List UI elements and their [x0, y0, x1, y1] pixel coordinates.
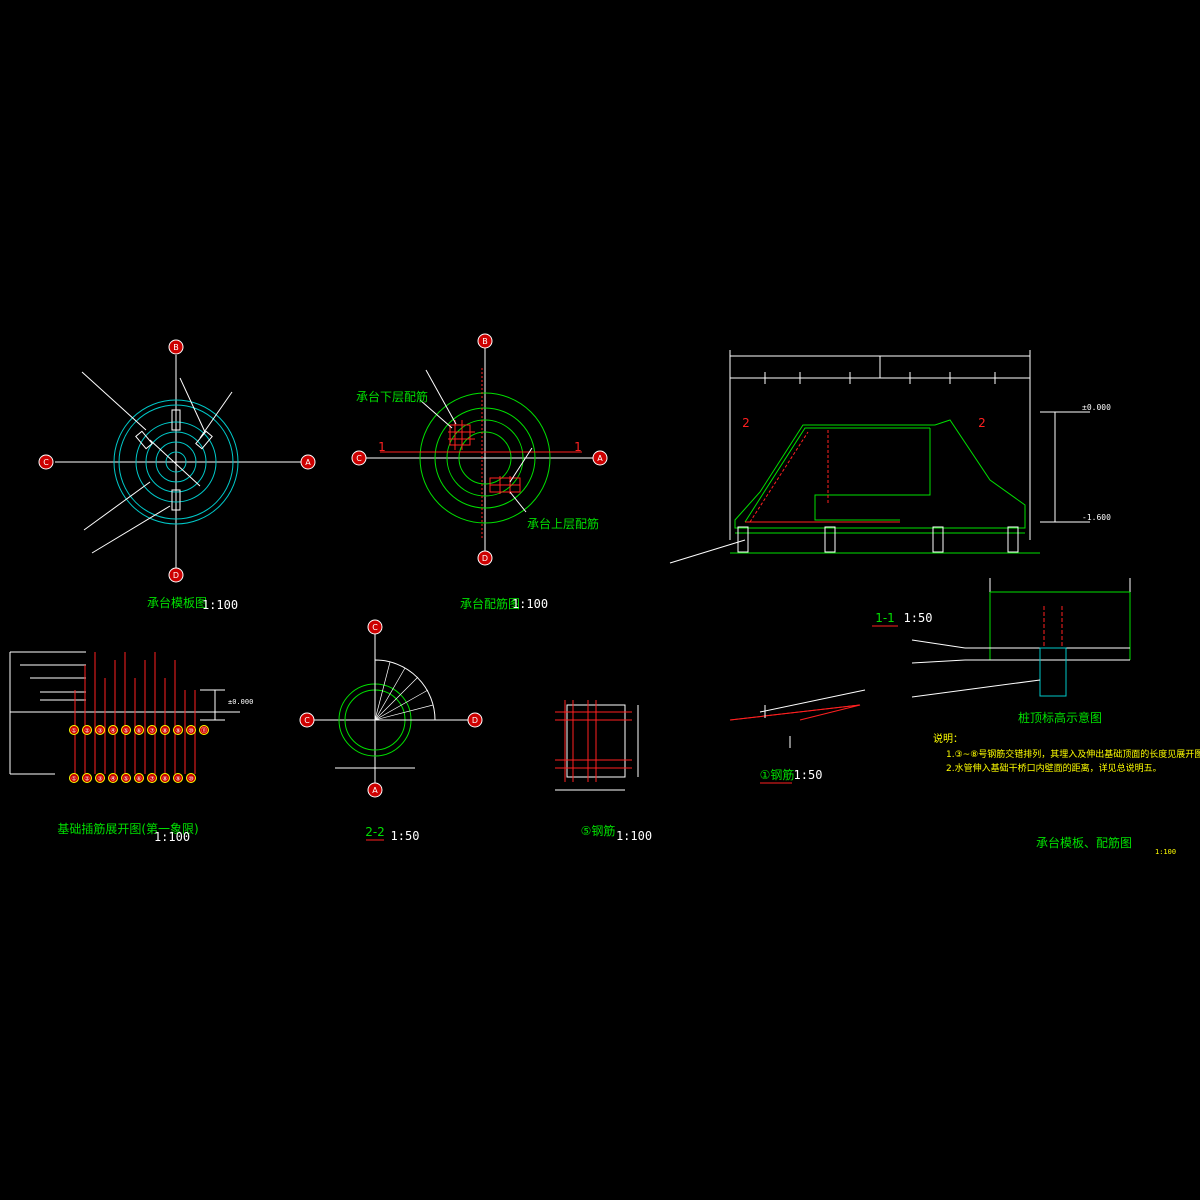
rebar-bubble [147, 773, 157, 783]
rebar-bubble [69, 725, 79, 735]
rebar-bubble-label: ⑥ [136, 728, 141, 735]
rebar-bubble-label: ⑪ [201, 727, 207, 735]
rebar-bubble [69, 773, 79, 783]
section-1-1: ±0.000 -1.600 2 2 1-1 1:50 [669, 350, 1111, 627]
rebar-plan-title: 承台配筋图 [460, 596, 520, 611]
rebar-bubble [121, 725, 131, 735]
rebar-bubble-label: ① [71, 776, 76, 783]
rebar-bubble [121, 773, 131, 783]
rebar-bubble-label: ① [71, 728, 76, 735]
sec22-axis-left: C [304, 716, 310, 725]
rebar-bubble-label: ⑩ [188, 728, 193, 735]
rebar-bubble-label: ④ [110, 728, 115, 735]
rebar-5-detail: ⑤钢筋 1:100 [555, 700, 652, 843]
pile-top-title: 桩顶标高示意图 [1018, 710, 1102, 725]
rebar-1-title: ①钢筋 [760, 767, 795, 782]
rebar-bubble-label: ⑨ [175, 728, 180, 735]
title-block: 承台模板、配筋图 1:100 [1036, 835, 1176, 856]
sec22-axis-top: C [372, 623, 378, 632]
rebar-1-scale: 1:50 [794, 768, 823, 782]
rebar-bubble [186, 725, 196, 735]
notes-line-1: 1.③~⑧号钢筋交错排列，其埋入及伸出基础顶面的长度见展开图。 [946, 748, 1200, 760]
rebar-bubble-label: ③ [97, 776, 102, 783]
rebar-bubble [134, 725, 144, 735]
section-mark-right: 1 [574, 440, 582, 454]
notes-heading: 说明： [933, 732, 963, 745]
rebar-5-title: ⑤钢筋 [581, 823, 616, 838]
axis-d-label-2: D [482, 554, 488, 563]
section-1-1-title: 1-1 [875, 611, 895, 625]
rebar-plan-scale: 1:100 [512, 597, 548, 611]
sec22-axis-right: D [472, 716, 478, 725]
rebar-bubble-label: ② [84, 776, 90, 783]
rebar-bubble-label: ⑦ [149, 728, 155, 735]
axis-b-label-2: B [482, 337, 488, 346]
axis-a-label: A [305, 458, 311, 467]
rebar-5-scale: 1:100 [616, 829, 652, 843]
rebar-bubble-label: ⑦ [149, 776, 155, 783]
rebar-bubble [82, 773, 92, 783]
upper-rebar-label: 承台上层配筋 [527, 516, 599, 531]
rebar-bubble-label: ③ [97, 728, 102, 735]
section-2-mark-left: 2 [742, 416, 750, 430]
rebar-bubble-label: ⑩ [188, 776, 193, 783]
formwork-plan: B D C A 承台模板图 1:100 [38, 339, 316, 612]
rebar-bubble-label: ⑥ [136, 776, 141, 783]
formwork-plan-title: 承台模板图 [147, 595, 207, 610]
section-mark-left: 1 [378, 440, 386, 454]
drawing-scale: 1:100 [1155, 848, 1176, 856]
axis-b-label: B [173, 343, 179, 352]
notes-line-2: 2.水管伸入基础干桥口内壁面的距离，详见总说明五。 [946, 762, 1162, 774]
rebar-bubble [134, 773, 144, 783]
sec22-axis-bottom: A [372, 786, 378, 795]
rebar-plan: B D C A 1 1 承台下层配筋 承台上层配筋 承台配筋图 1:100 [351, 333, 608, 611]
rebar-bubble-label: ④ [110, 776, 115, 783]
elev-top-label: ±0.000 [1082, 403, 1111, 412]
rebar-bubble [160, 773, 170, 783]
axis-a-label-2: A [597, 454, 603, 463]
section-1-1-scale: 1:50 [904, 611, 933, 625]
rebar-bubble [173, 725, 183, 735]
notes-block: 说明： 1.③~⑧号钢筋交错排列，其埋入及伸出基础顶面的长度见展开图。 2.水管… [933, 732, 1200, 774]
drawing-name: 承台模板、配筋图 [1036, 835, 1132, 850]
rebar-bubble-label: ⑧ [162, 776, 167, 783]
rebar-bubble-label: ⑤ [123, 728, 128, 735]
elev-bottom-label: -1.600 [1082, 513, 1111, 522]
rebar-bubble [147, 725, 157, 735]
expansion-scale: 1:100 [154, 830, 190, 844]
rebar-bubble [95, 773, 105, 783]
axis-d-label: D [173, 571, 179, 580]
rebar-bubble [95, 725, 105, 735]
pile-top-elevation: 桩顶标高示意图 [911, 578, 1131, 725]
rebar-bubble [199, 725, 209, 735]
expansion-elev: ±0.000 [228, 698, 253, 706]
rebar-bubble-label: ② [84, 728, 90, 735]
rebar-bubble-label: ⑨ [175, 776, 180, 783]
axis-c-label-2: C [356, 454, 362, 463]
formwork-plan-scale: 1:100 [202, 598, 238, 612]
rebar-bubble [108, 725, 118, 735]
rebar-bubble-label: ⑧ [162, 728, 167, 735]
expansion-title: 基础插筋展开图(第一象限) [57, 821, 198, 836]
section-2-mark-right: 2 [978, 416, 986, 430]
rebar-bubble [186, 773, 196, 783]
lower-rebar-label: 承台下层配筋 [356, 389, 428, 404]
rebar-bubble [108, 773, 118, 783]
rebar-bubble [173, 773, 183, 783]
sec22-scale: 1:50 [391, 829, 420, 843]
rebar-bubble [160, 725, 170, 735]
rebar-1-detail: ①钢筋 1:50 [729, 689, 866, 784]
sec22-title: 2-2 [365, 825, 385, 839]
rebar-bubble [82, 725, 92, 735]
expansion-rebar-lines [74, 652, 196, 774]
rebar-bubble-label: ⑤ [123, 776, 128, 783]
section-2-2: C A C D 2-2 1:50 [299, 619, 483, 843]
axis-c-label: C [43, 458, 49, 467]
